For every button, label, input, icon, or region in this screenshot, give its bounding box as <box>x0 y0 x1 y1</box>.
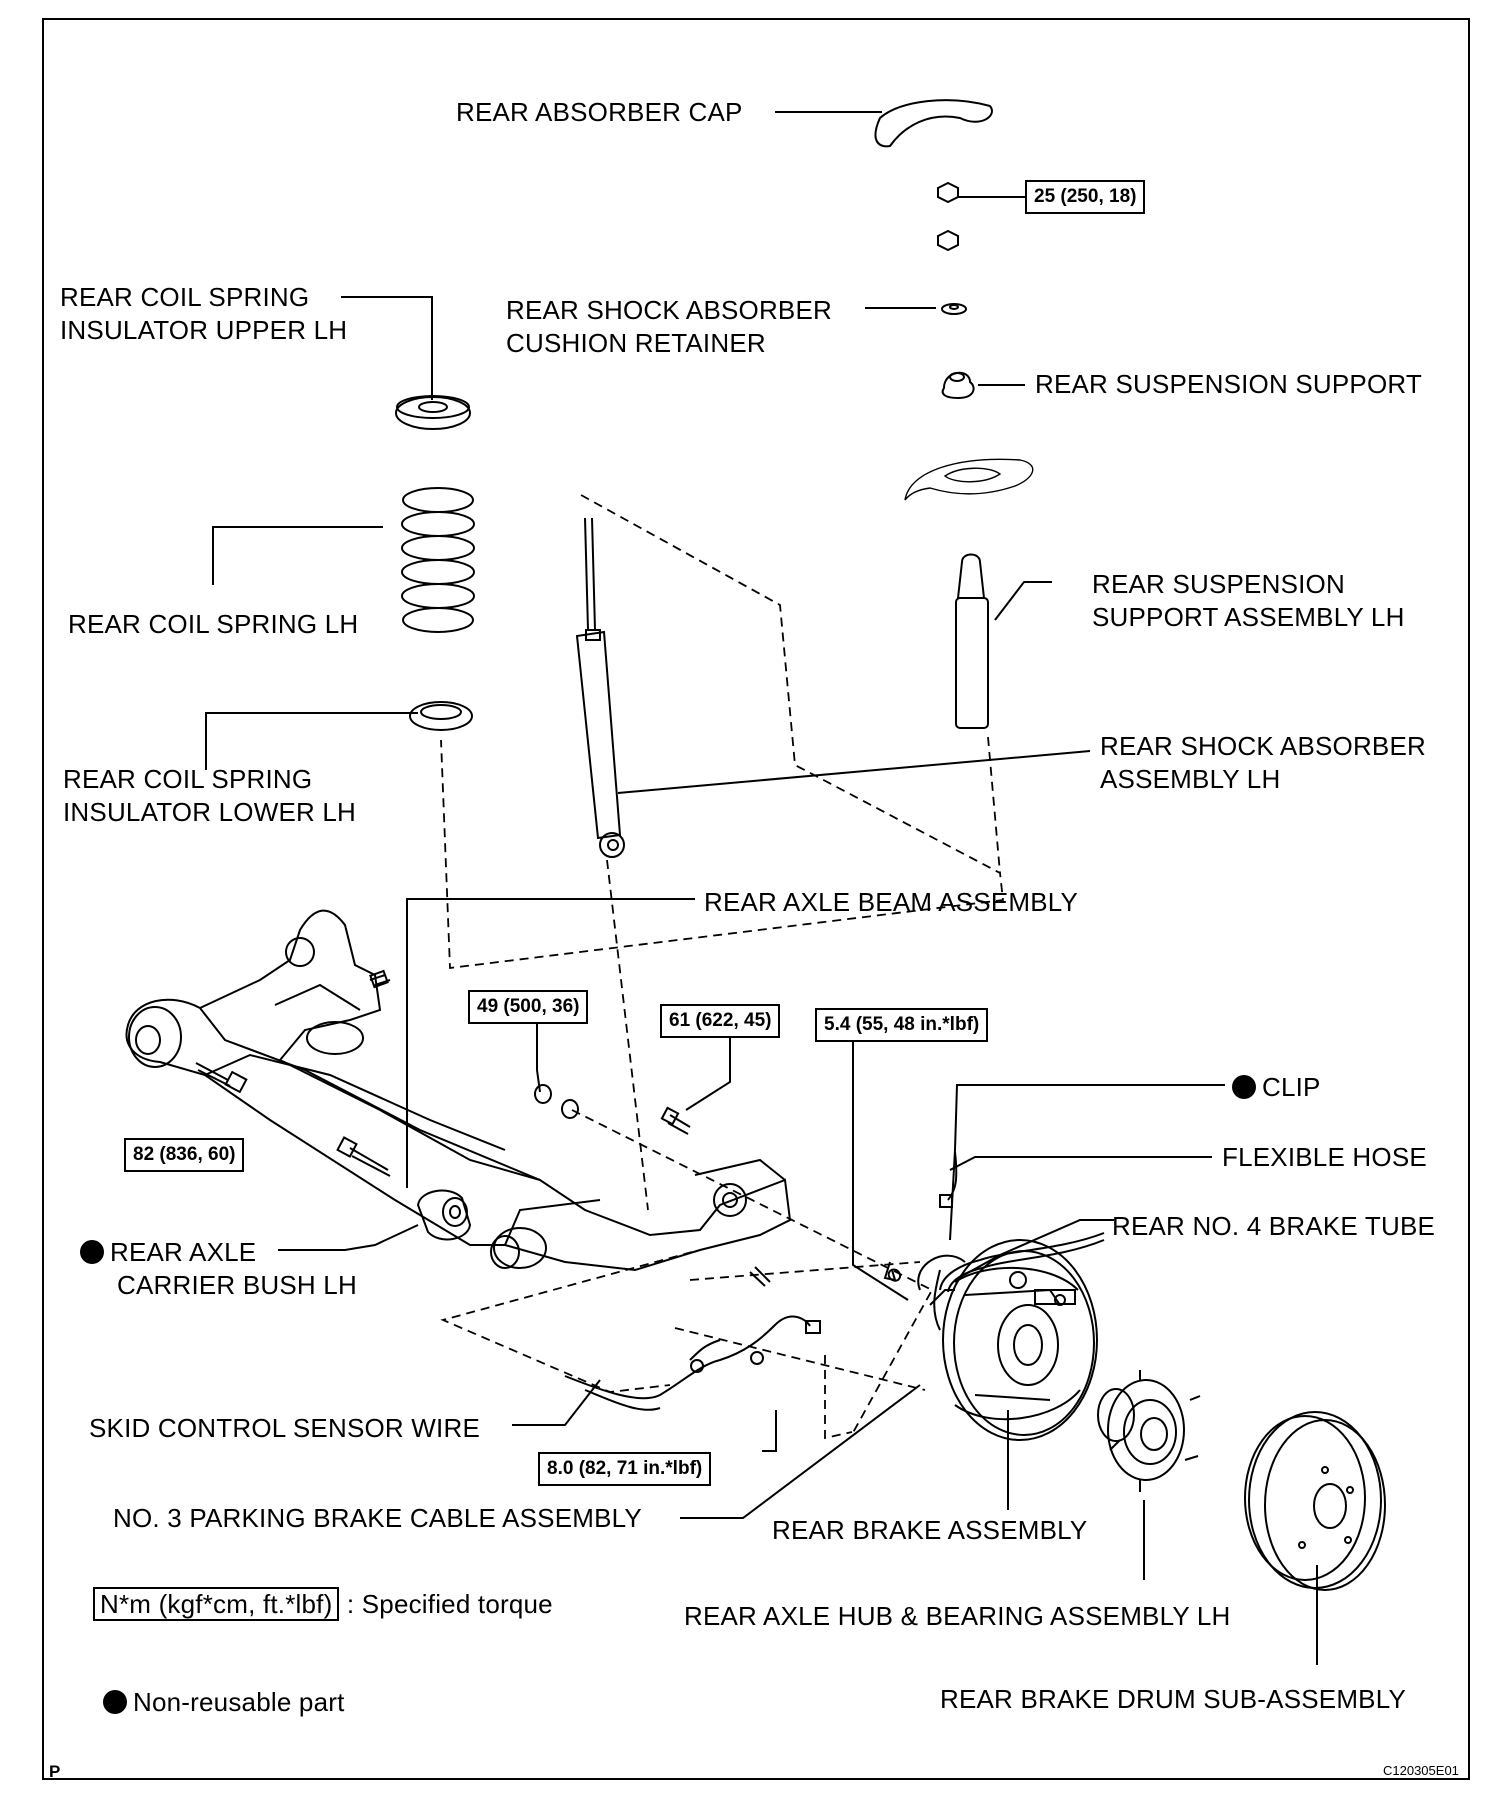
label-clip: CLIP <box>1232 1071 1321 1104</box>
label-rear-axle-carrier-bush-text: REAR AXLE <box>110 1237 257 1267</box>
legend-torque-unit-box: N*m (kgf*cm, ft.*lbf) <box>93 1587 340 1621</box>
label-rear-brake-assembly: REAR BRAKE ASSEMBLY <box>772 1515 1088 1545</box>
diagram-frame <box>42 18 1470 1780</box>
absorber-cap <box>874 99 993 148</box>
label-coil-spring-insulator-lower: REAR COIL SPRING <box>63 764 313 794</box>
torque-box-5-4: 5.4 (55, 48 in.*lbf) <box>815 1008 989 1042</box>
dashed-lines <box>440 494 1004 1440</box>
leader-lines <box>205 111 1318 1665</box>
label-rear-suspension-support-assembly-line2: SUPPORT ASSEMBLY LH <box>1092 602 1405 632</box>
label-coil-spring-insulator-upper: REAR COIL SPRING <box>60 282 310 312</box>
legend-torque-desc: : Specified torque <box>346 1589 553 1619</box>
carrier-bush <box>416 1189 472 1241</box>
label-shock-absorber-cushion-retainer: REAR SHOCK ABSORBER <box>506 295 832 325</box>
non-reusable-mark-icon <box>103 1690 127 1714</box>
label-rear-axle-beam-assembly: REAR AXLE BEAM ASSEMBLY <box>704 887 1079 917</box>
brake-drum <box>1244 1411 1386 1591</box>
non-reusable-mark-icon <box>1232 1075 1256 1099</box>
label-flexible-hose: FLEXIBLE HOSE <box>1222 1142 1427 1172</box>
torque-box-82: 82 (836, 60) <box>124 1138 245 1172</box>
label-clip-text: CLIP <box>1262 1072 1321 1102</box>
torque-box-8-0: 8.0 (82, 71 in.*lbf) <box>538 1452 712 1486</box>
label-shock-absorber-cushion-retainer-line2: CUSHION RETAINER <box>506 328 766 358</box>
label-no3-parking-brake-cable: NO. 3 PARKING BRAKE CABLE ASSEMBLY <box>113 1503 642 1533</box>
label-rear-shock-absorber-assembly-line2: ASSEMBLY LH <box>1100 764 1281 794</box>
torque-box-25: 25 (250, 18) <box>1025 180 1146 214</box>
axle-beam <box>125 909 792 1272</box>
torque-box-49: 49 (500, 36) <box>468 990 589 1024</box>
shock-absorber <box>575 517 625 858</box>
figure-code: C120305E01 <box>1383 1763 1459 1778</box>
legend-non-reusable-part: Non-reusable part <box>103 1686 345 1719</box>
label-rear-absorber-cap: REAR ABSORBER CAP <box>456 97 743 127</box>
non-reusable-mark-icon <box>80 1240 104 1264</box>
label-rear-axle-carrier-bush-line2: CARRIER BUSH LH <box>117 1270 357 1300</box>
label-coil-spring-insulator-upper-line2: INSULATOR UPPER LH <box>60 315 348 345</box>
torque-box-61: 61 (622, 45) <box>660 1004 781 1038</box>
label-rear-axle-carrier-bush: REAR AXLE <box>80 1236 256 1269</box>
label-rear-no4-brake-tube: REAR NO. 4 BRAKE TUBE <box>1112 1211 1436 1241</box>
bump-stop <box>955 553 989 729</box>
corner-mark-left: P <box>49 1762 61 1781</box>
label-rear-coil-spring: REAR COIL SPRING LH <box>68 609 359 639</box>
label-rear-brake-drum: REAR BRAKE DRUM SUB-ASSEMBLY <box>940 1684 1406 1714</box>
hub-bearing <box>1097 1370 1201 1492</box>
label-rear-suspension-support-assembly: REAR SUSPENSION <box>1092 569 1345 599</box>
rear-brake-assy <box>917 1239 1098 1441</box>
legend-specified-torque: N*m (kgf*cm, ft.*lbf) : Specified torque <box>93 1587 553 1621</box>
coil-spring <box>401 487 475 633</box>
label-rear-axle-hub-bearing: REAR AXLE HUB & BEARING ASSEMBLY LH <box>684 1601 1231 1631</box>
flexible-hose <box>887 1151 958 1282</box>
bolts <box>195 1062 771 1287</box>
label-rear-shock-absorber-assembly: REAR SHOCK ABSORBER <box>1100 731 1426 761</box>
label-rear-suspension-support: REAR SUSPENSION SUPPORT <box>1035 369 1422 399</box>
label-skid-control-sensor-wire: SKID CONTROL SENSOR WIRE <box>89 1413 480 1443</box>
label-coil-spring-insulator-lower-line2: INSULATOR LOWER LH <box>63 797 357 827</box>
legend-non-reusable-text: Non-reusable part <box>133 1687 345 1717</box>
sensor-wire <box>564 1315 821 1411</box>
